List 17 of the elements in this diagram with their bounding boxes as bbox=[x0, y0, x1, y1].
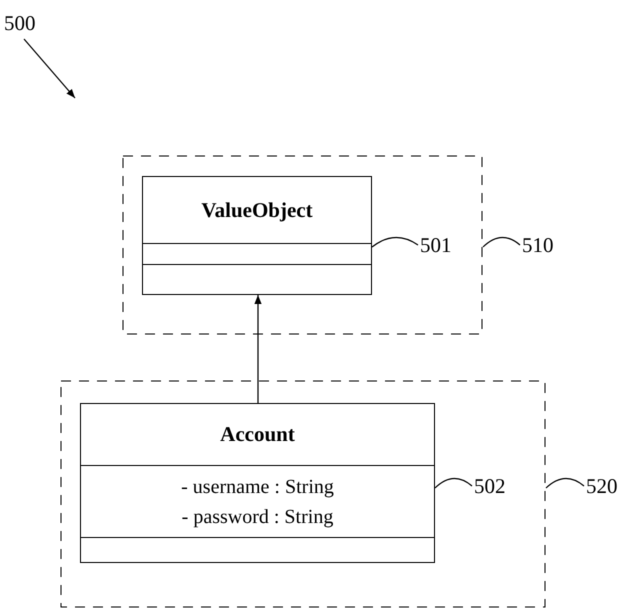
leader-line bbox=[546, 478, 584, 488]
reference-numeral: 510 bbox=[522, 232, 564, 258]
reference-numeral: 520 bbox=[586, 473, 628, 499]
reference-numeral: 500 bbox=[4, 10, 44, 36]
class-box bbox=[142, 176, 372, 295]
leader-line bbox=[482, 236, 520, 248]
class-name: Account bbox=[220, 421, 295, 448]
leader-line bbox=[434, 478, 472, 488]
reference-numeral: 502 bbox=[474, 473, 516, 499]
arrow bbox=[24, 38, 76, 98]
leader-line bbox=[372, 236, 418, 248]
arrow bbox=[254, 295, 262, 403]
class-box bbox=[80, 403, 435, 563]
reference-numeral: 501 bbox=[420, 232, 462, 258]
class-name: ValueObject bbox=[201, 196, 313, 224]
attribute-text: - username : String bbox=[181, 474, 334, 500]
attribute-text: - password : String bbox=[182, 504, 334, 530]
